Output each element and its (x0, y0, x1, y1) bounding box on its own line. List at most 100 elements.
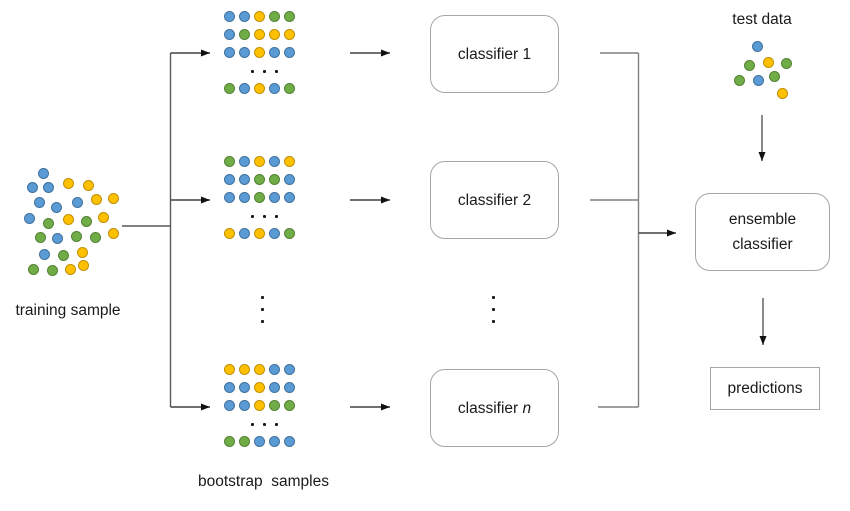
blue-data-point-dot (224, 400, 235, 411)
yellow-data-point-dot (254, 400, 265, 411)
blue-data-point-dot (752, 74, 764, 86)
classifier-1-label-index: 1 (522, 45, 532, 63)
green-data-point-dot (224, 436, 235, 447)
blue-data-point-dot (239, 156, 250, 167)
blue-data-point-dot (42, 181, 54, 193)
blue-data-point-dot (284, 364, 295, 375)
blue-data-point-dot (269, 382, 280, 393)
green-data-point-dot (768, 70, 780, 82)
blue-data-point-dot (269, 364, 280, 375)
ellipsis-dot (251, 422, 254, 426)
yellow-data-point-dot (224, 364, 235, 375)
green-data-point-dot (46, 264, 58, 276)
yellow-data-point-dot (254, 47, 265, 58)
ellipsis-dot (492, 308, 495, 311)
ellipsis-dot (263, 422, 266, 426)
ellipsis-dot (492, 296, 495, 299)
ensemble-classifier-box: ensemble classifier (695, 193, 830, 271)
classifier-2-label-index: 2 (522, 191, 532, 209)
ellipsis-dot (275, 422, 278, 426)
ellipsis-dot (251, 69, 254, 73)
blue-data-point-dot (269, 436, 280, 447)
blue-data-point-dot (224, 29, 235, 40)
blue-data-point-dot (284, 382, 295, 393)
green-data-point-dot (733, 74, 745, 86)
blue-data-point-dot (284, 174, 295, 185)
green-data-point-dot (80, 215, 92, 227)
blue-data-point-dot (239, 382, 250, 393)
green-data-point-dot (27, 263, 39, 275)
green-data-point-dot (269, 400, 280, 411)
blue-data-point-dot (269, 83, 280, 94)
green-data-point-dot (254, 174, 265, 185)
blue-data-point-dot (239, 11, 250, 22)
ellipsis-dot (263, 214, 266, 218)
bootstrap-sample-grid-2 (224, 156, 296, 240)
green-data-point-dot (89, 231, 101, 243)
blue-data-point-dot (37, 167, 49, 179)
green-data-point-dot (34, 231, 46, 243)
yellow-data-point-dot (82, 179, 94, 191)
blue-data-point-dot (51, 232, 63, 244)
training-sample-label: training sample (15, 302, 121, 319)
classifier-n-label-index: n (522, 399, 532, 417)
ellipsis-dot (261, 320, 264, 323)
blue-data-point-dot (239, 174, 250, 185)
blue-data-point-dot (224, 11, 235, 22)
green-data-point-dot (284, 400, 295, 411)
yellow-data-point-dot (762, 56, 774, 68)
blue-data-point-dot (23, 212, 35, 224)
green-data-point-dot (254, 192, 265, 203)
green-data-point-dot (269, 11, 280, 22)
blue-data-point-dot (254, 436, 265, 447)
test-data-label: test data (732, 11, 792, 28)
ellipsis-dot (275, 69, 278, 73)
blue-data-point-dot (284, 47, 295, 58)
blue-data-point-dot (224, 174, 235, 185)
yellow-data-point-dot (97, 211, 109, 223)
green-data-point-dot (780, 57, 792, 69)
bootstrap-sample-grid-1 (224, 11, 296, 95)
predictions-label: predictions (727, 380, 803, 397)
yellow-data-point-dot (254, 364, 265, 375)
blue-data-point-dot (239, 192, 250, 203)
classifier-1-label-text: classifier (457, 45, 523, 63)
green-data-point-dot (224, 83, 235, 94)
blue-data-point-dot (269, 228, 280, 239)
classifier-column-ellipsis-icon (492, 296, 495, 323)
blue-data-point-dot (269, 156, 280, 167)
yellow-data-point-dot (62, 177, 74, 189)
yellow-data-point-dot (62, 213, 74, 225)
yellow-data-point-dot (64, 263, 76, 275)
bootstrap-sample-grid-n (224, 364, 296, 448)
blue-data-point-dot (284, 192, 295, 203)
blue-data-point-dot (751, 40, 763, 52)
green-data-point-dot (284, 11, 295, 22)
classifier-n-label-text: classifier (457, 399, 523, 417)
blue-data-point-dot (50, 201, 62, 213)
yellow-data-point-dot (107, 192, 119, 204)
yellow-data-point-dot (254, 29, 265, 40)
blue-data-point-dot (239, 83, 250, 94)
blue-data-point-dot (224, 47, 235, 58)
blue-data-point-dot (26, 181, 38, 193)
blue-data-point-dot (239, 400, 250, 411)
test-data-cluster (733, 40, 795, 102)
classifier-1-box: classifier 1 (430, 15, 559, 93)
yellow-data-point-dot (254, 156, 265, 167)
ellipsis-dot (275, 214, 278, 218)
classifier-2-label-text: classifier (457, 191, 523, 209)
green-data-point-dot (269, 174, 280, 185)
ellipsis-dot (261, 296, 264, 299)
ensemble-label-line2: classifier (732, 236, 793, 253)
yellow-data-point-dot (254, 382, 265, 393)
classifier-1-label: classifier 1 (458, 42, 531, 67)
bootstrap-samples-label: bootstrap samples (198, 473, 329, 490)
green-data-point-dot (239, 436, 250, 447)
blue-data-point-dot (239, 228, 250, 239)
yellow-data-point-dot (77, 259, 89, 271)
classifier-2-label: classifier 2 (458, 188, 531, 213)
ellipsis-dot (492, 320, 495, 323)
